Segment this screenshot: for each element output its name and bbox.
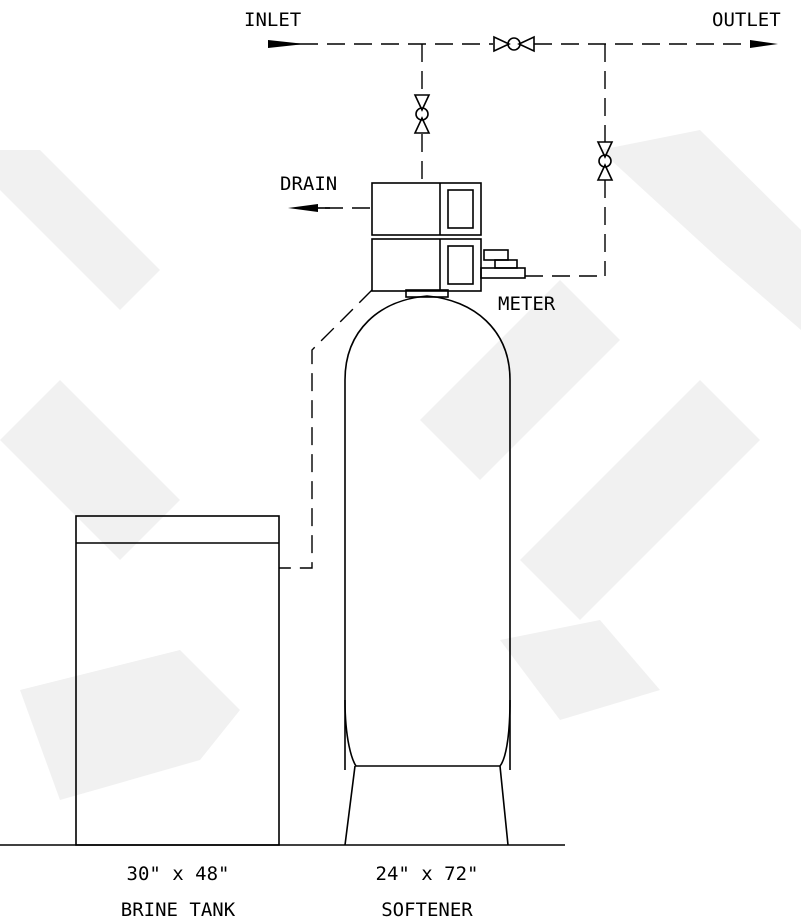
flow-arrows <box>268 40 778 212</box>
softener-tank <box>344 289 511 846</box>
softener-size-label: 24" x 72" <box>376 863 479 885</box>
outlet-arrow <box>750 40 778 48</box>
drain-label: DRAIN <box>280 173 337 195</box>
outlet-label: OUTLET <box>712 9 781 31</box>
brine-tank <box>75 515 280 846</box>
inlet-valve-vertical <box>413 94 431 134</box>
drain-arrow <box>288 204 318 212</box>
inlet-label: INLET <box>244 9 301 31</box>
bypass-valve-horizontal <box>493 35 535 53</box>
meter-label: METER <box>498 293 556 315</box>
watermark <box>0 130 801 800</box>
piping <box>279 43 750 569</box>
brine-name-label: BRINE TANK <box>121 899 236 921</box>
softener-name-label: SOFTENER <box>381 899 473 921</box>
brine-size-label: 30" x 48" <box>127 863 230 885</box>
meter <box>480 249 526 279</box>
control-valve <box>371 182 482 292</box>
outlet-valve-vertical <box>596 141 614 181</box>
